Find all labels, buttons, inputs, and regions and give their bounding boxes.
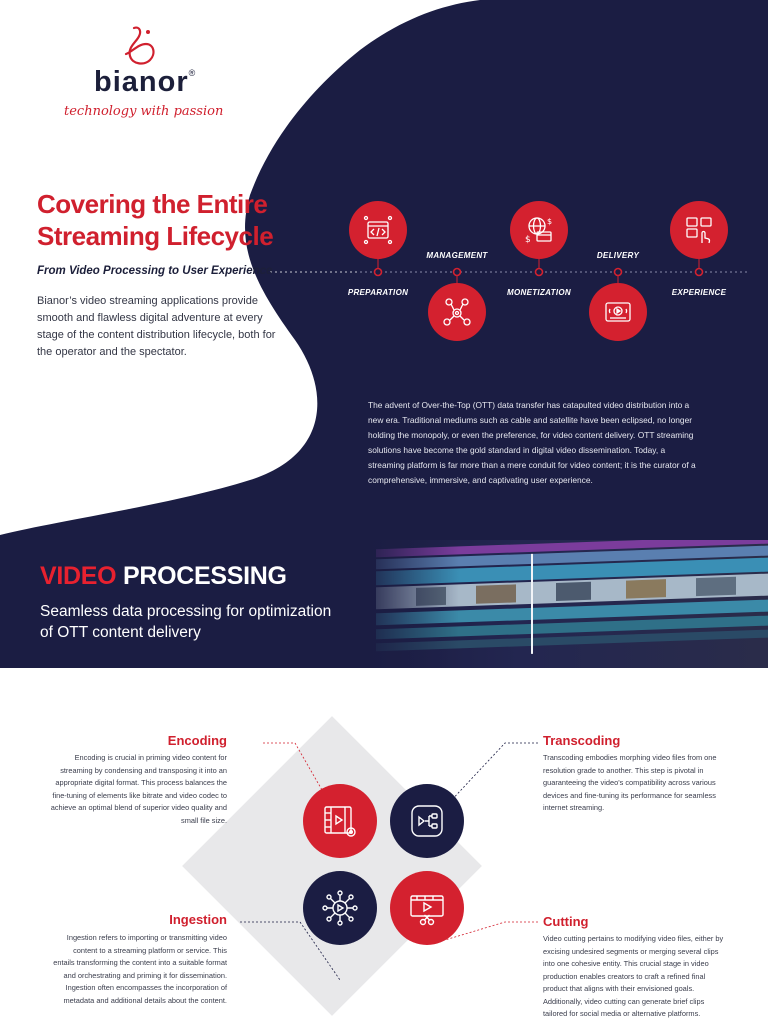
stage-monetization-label: MONETIZATION [507,288,571,297]
stage-management-label: MANAGEMENT [426,251,488,260]
page-subtitle: From Video Processing to User Experience [37,265,273,277]
encoding-text: Encoding is crucial in priming video con… [50,753,227,825]
stage-delivery-label: DELIVERY [596,251,640,260]
video-processing-title-white: PROCESSING [122,562,287,590]
play-network-icon [322,890,358,926]
page-title: Covering the Entire Streaming Lifecycle [37,189,274,251]
ott-paragraph: The advent of Over-the-Top (OTT) data tr… [368,400,696,485]
stage-monetization-icon-circle: $ $ [510,201,568,259]
code-window-icon [363,215,393,245]
encoding-circle [303,784,377,858]
svg-text:$: $ [547,217,552,226]
globe-money-icon: $ $ [525,217,552,245]
stage-delivery-icon-circle [589,283,647,341]
logo-wordmark: bianor® [94,66,196,99]
stage-management-icon-circle [428,283,486,341]
cutting-text: Video cutting pertains to modifying vide… [543,934,724,1018]
ingestion-title: Ingestion [169,912,227,927]
svg-text:$: $ [525,235,531,245]
cutting-title: Cutting [543,914,589,929]
video-processing-subtitle: Seamless data processing for optimizatio… [40,603,332,641]
film-gear-icon [324,806,356,837]
encoding-title: Encoding [167,733,227,748]
workflow-gear-icon [443,298,471,326]
cutting-circle [390,871,464,945]
video-processing-title: VIDEO PROCESSING [40,562,287,591]
flow-nodes-icon [411,805,443,837]
stage-preparation-icon-circle [349,201,407,259]
registered-mark: ® [188,68,197,78]
stage-preparation-label: PREPARATION [347,288,409,297]
video-processing-title-red: VIDEO [40,562,117,590]
logo-tagline: technology with passion [64,104,224,119]
film-scissors-icon [410,895,444,926]
stage-experience-icon-circle [670,201,728,259]
editing-timeline-photo [356,540,768,668]
touch-screens-icon [686,217,712,244]
video-player-icon [605,302,631,322]
brand-name: bianor [94,66,189,98]
transcoding-circle [390,784,464,858]
logo-mark-icon [124,26,155,65]
ingestion-circle [303,871,377,945]
transcoding-title: Transcoding [543,733,621,748]
intro-paragraph: Bianor’s video streaming applications pr… [37,295,276,358]
stage-experience-label: EXPERIENCE [671,288,727,297]
transcoding-text: Transcoding embodies morphing video file… [543,753,717,812]
ingestion-text: Ingestion refers to importing or transmi… [53,933,227,1005]
